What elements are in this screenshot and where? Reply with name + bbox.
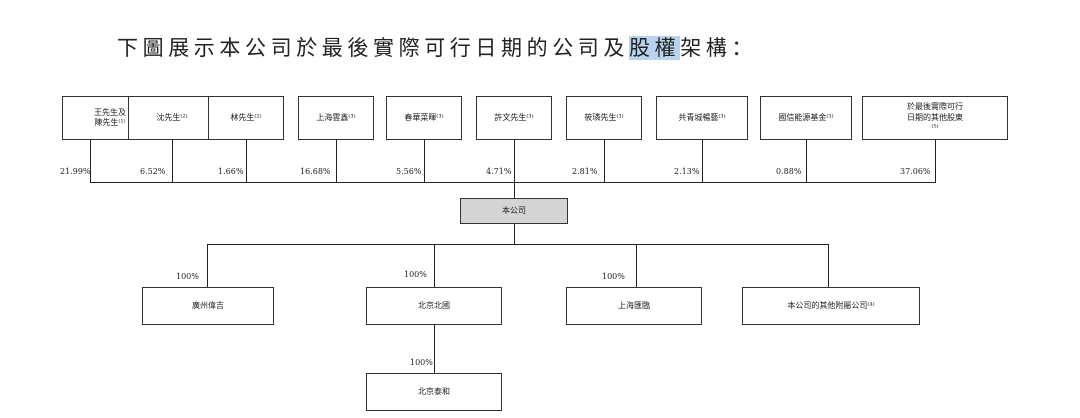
- connector-line: [514, 140, 515, 198]
- subsidiary-box: 上海匯臨: [566, 287, 702, 325]
- ownership-percentage: 100%: [410, 358, 433, 367]
- shareholder-box: 上海雲鑫⁽³⁾: [298, 96, 374, 140]
- shareholder-box: 共青城暢藝⁽³⁾: [656, 96, 748, 140]
- connector-line: [604, 140, 605, 182]
- ownership-percentage: 2.13%: [674, 167, 700, 176]
- subsidiary-box: 北京北國: [366, 287, 502, 325]
- subsidiary-box: 本公司的其他附屬公司⁽⁴⁾: [742, 287, 920, 325]
- connector-line: [246, 140, 247, 182]
- ownership-percentage: 100%: [602, 272, 625, 281]
- ownership-percentage: 1.66%: [218, 167, 244, 176]
- ownership-percentage: 5.56%: [396, 167, 422, 176]
- shareholder-box: 許文先生⁽³⁾: [476, 96, 552, 140]
- ownership-percentage: 37.06%: [900, 167, 931, 176]
- connector-line: [434, 244, 435, 288]
- highlighted-text: 股權: [629, 36, 681, 60]
- shareholder-box: 沈先生⁽²⁾: [128, 96, 216, 140]
- page-title: 下圖展示本公司於最後實際可行日期的公司及股權架構：: [117, 36, 758, 60]
- ownership-percentage: 100%: [176, 272, 199, 281]
- connector-line: [828, 244, 829, 288]
- company-box: 本公司: [460, 198, 568, 224]
- connector-line: [434, 325, 435, 373]
- connector-line: [514, 224, 515, 244]
- shareholder-box: 林先生⁽²⁾: [208, 96, 284, 140]
- connector-line: [172, 140, 173, 182]
- ownership-percentage: 4.71%: [486, 167, 512, 176]
- ownership-percentage: 21.99%: [60, 167, 91, 176]
- ownership-percentage: 6.52%: [140, 167, 166, 176]
- connector-line: [90, 182, 936, 183]
- connector-line: [336, 140, 337, 182]
- connector-line: [806, 140, 807, 182]
- shareholder-box: 春華菜暉⁽³⁾: [386, 96, 462, 140]
- ownership-percentage: 16.68%: [300, 167, 331, 176]
- connector-line: [702, 140, 703, 182]
- connector-line: [207, 244, 829, 245]
- ownership-percentage: 2.81%: [572, 167, 598, 176]
- shareholder-box: 於最後實際可行 日期的其他股東 ⁽⁵⁾: [862, 96, 1008, 140]
- connector-line: [207, 244, 208, 288]
- connector-line: [424, 140, 425, 182]
- sub-subsidiary-box: 北京泰和: [366, 373, 502, 411]
- ownership-percentage: 100%: [404, 270, 427, 279]
- shareholder-box: 國信能源基金⁽³⁾: [760, 96, 852, 140]
- subsidiary-box: 廣州偉吉: [142, 287, 274, 325]
- shareholder-box: 筱璘先生⁽³⁾: [566, 96, 642, 140]
- connector-line: [90, 140, 91, 182]
- ownership-percentage: 0.88%: [776, 167, 802, 176]
- connector-line: [935, 140, 936, 182]
- connector-line: [636, 244, 637, 288]
